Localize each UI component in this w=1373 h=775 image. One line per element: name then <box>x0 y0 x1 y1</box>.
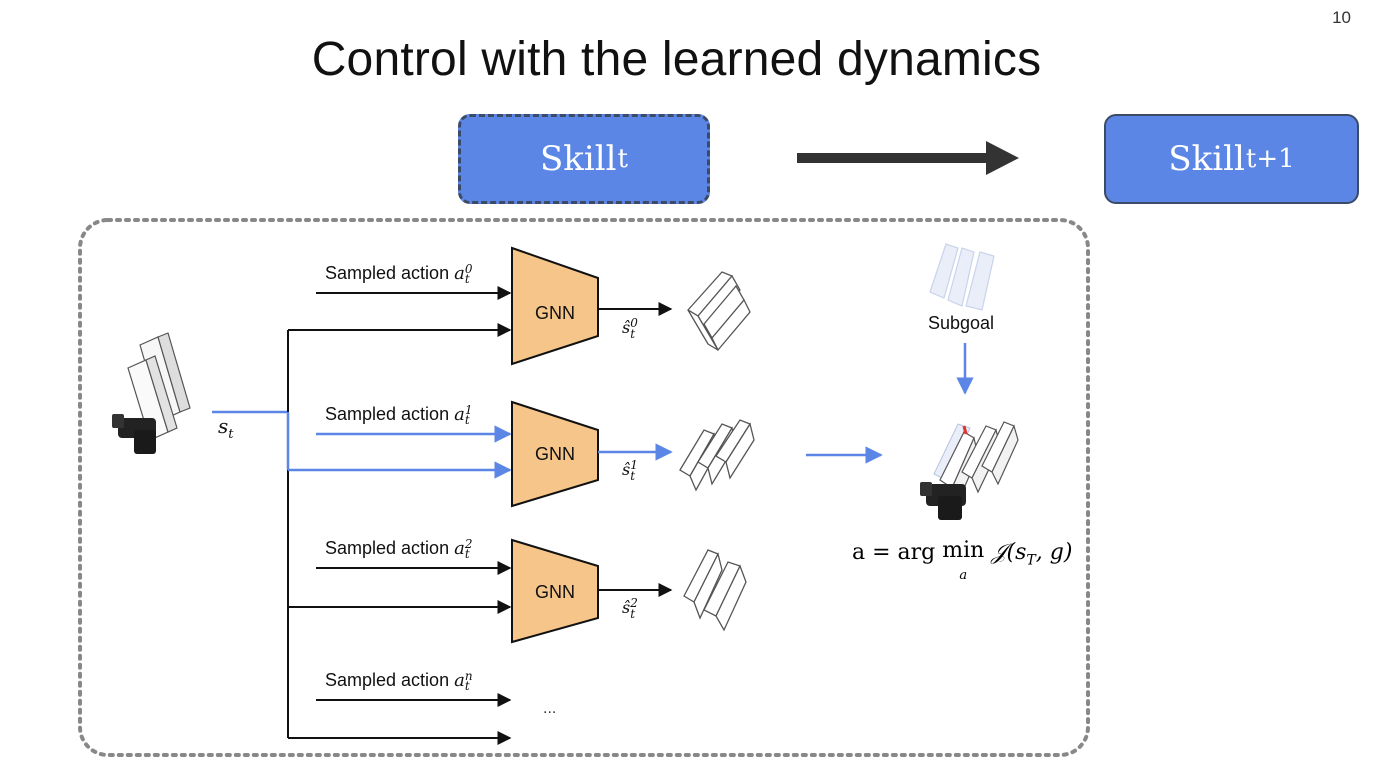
gnn-block-1 <box>511 400 599 508</box>
robot-start-state-image <box>112 332 191 454</box>
gnn-block-0 <box>511 246 599 366</box>
skill-current-subscript: t <box>617 144 628 174</box>
skill-next-label: Skill <box>1168 139 1245 179</box>
selected-result-image <box>920 421 1019 520</box>
slide-title: Control with the learned dynamics <box>311 33 1042 86</box>
gnn-label-1: GNN <box>535 444 575 464</box>
page-number: 10 <box>1332 8 1351 27</box>
gnn-block-2 <box>511 538 599 644</box>
skill-transition-arrow <box>797 141 1019 175</box>
predicted-state-2-image <box>683 549 747 632</box>
objective-formula: a = arg min a 𝒥(sT, g) <box>852 538 1073 583</box>
state-label: st <box>218 414 234 442</box>
subgoal-image <box>929 243 995 311</box>
predicted-state-1-image <box>679 419 755 492</box>
skill-next-subscript: t+1 <box>1245 144 1295 174</box>
gnn-label-0: GNN <box>535 303 575 323</box>
predicted-state-0-image <box>686 271 751 352</box>
dotted-container <box>78 218 1090 757</box>
skill-current-label: Skill <box>540 139 617 179</box>
ellipsis-label: ... <box>543 700 557 717</box>
gnn-label-2: GNN <box>535 582 575 602</box>
subgoal-label: Subgoal <box>928 313 995 333</box>
